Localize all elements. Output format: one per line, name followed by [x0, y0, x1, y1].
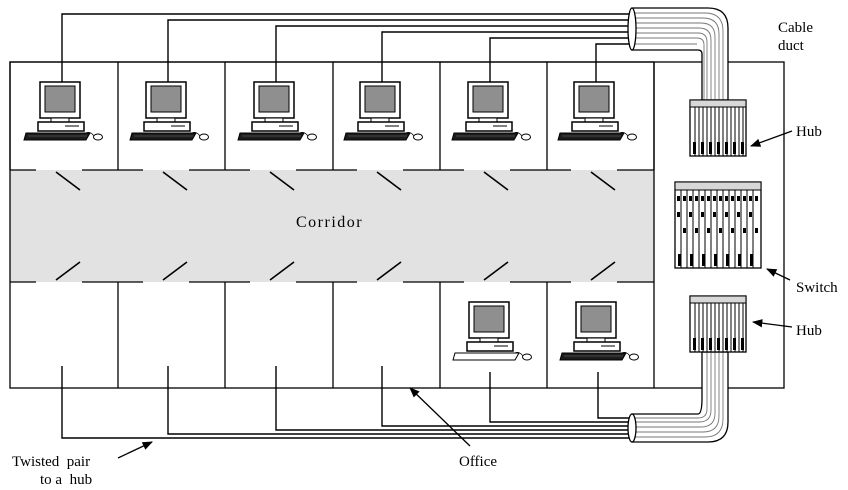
cable-duct-label-line1: Cable [778, 20, 813, 36]
top-cable-duct [627, 7, 729, 101]
computer-icon [559, 301, 640, 361]
twisted-pair-label-line2: to a hub [40, 472, 92, 488]
door-top-6 [590, 171, 616, 191]
door-top-5 [483, 171, 509, 191]
doors [55, 171, 616, 281]
computer-icon [452, 301, 533, 361]
arrow-hub-bottom [751, 319, 793, 328]
corridor-label: Corridor [296, 214, 363, 231]
arrow-office [409, 387, 471, 447]
corridor-area [10, 170, 654, 282]
computer-icon [557, 81, 638, 141]
office-top-6 [547, 61, 655, 170]
arrow-switch [766, 268, 791, 281]
computers-bottom-row [452, 301, 640, 361]
switch-icon [674, 181, 762, 269]
office-label: Office [459, 454, 497, 470]
computer-icon [129, 81, 210, 141]
twisted-pair-label-line1: Twisted pair [12, 454, 90, 470]
bottom-cable-duct [627, 351, 729, 443]
hub-bottom-label: Hub [796, 323, 822, 339]
top-offices [9, 61, 655, 171]
office-top-1 [9, 61, 119, 170]
door-bottom-5 [483, 261, 509, 281]
arrow-twisted-pair [117, 441, 153, 459]
bottom-offices [10, 281, 654, 388]
cable-duct-label-line2: duct [778, 38, 805, 54]
door-bottom-6 [590, 261, 616, 281]
door-bottom-2 [162, 261, 188, 281]
hub-top-icon [689, 99, 747, 157]
computer-icon [237, 81, 318, 141]
door-top-2 [162, 171, 188, 191]
door-bottom-4 [376, 261, 402, 281]
computer-icon [451, 81, 532, 141]
computers-top-row [23, 81, 638, 141]
hub-bottom-icon [689, 295, 747, 353]
arrow-hub-top [750, 130, 793, 147]
hub-top-label: Hub [796, 124, 822, 140]
label-arrows [117, 130, 793, 459]
door-top-1 [55, 171, 81, 191]
computer-icon [23, 81, 104, 141]
bottom-cabling [61, 366, 632, 439]
computer-icon [343, 81, 424, 141]
top-cabling [61, 13, 632, 82]
door-top-3 [269, 171, 295, 191]
switch-label: Switch [796, 280, 838, 296]
door-bottom-1 [55, 261, 81, 281]
door-bottom-3 [269, 261, 295, 281]
door-top-4 [376, 171, 402, 191]
